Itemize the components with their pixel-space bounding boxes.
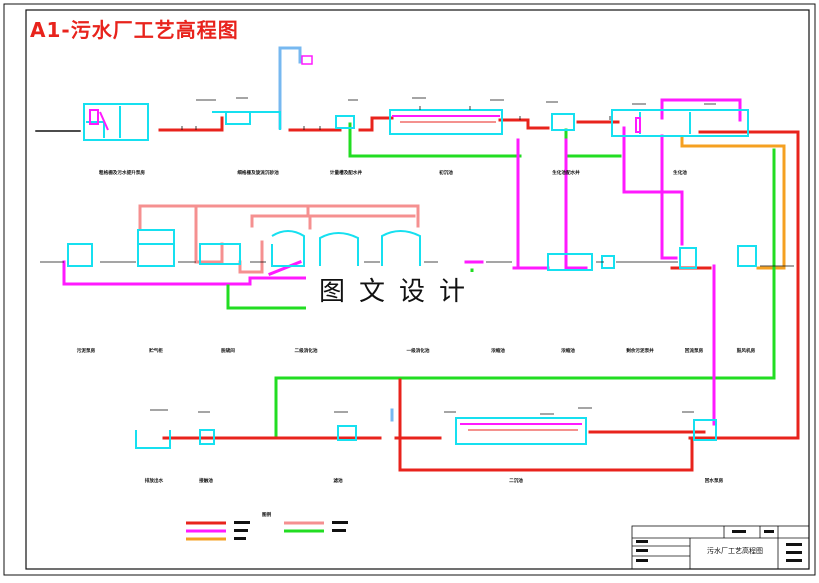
label-thickener: 浓缩池 bbox=[561, 347, 575, 354]
row1-pipes bbox=[35, 46, 800, 440]
row1-ticks bbox=[181, 97, 716, 130]
row3-structures bbox=[135, 417, 717, 449]
label-bio-tank: 生化池 bbox=[673, 169, 687, 176]
label-reuse: 回水泵房 bbox=[705, 477, 724, 484]
watermark: 图文设计 bbox=[306, 272, 492, 312]
label-fine-grid: 细格栅及旋流沉砂池 bbox=[237, 169, 279, 176]
row2-pipes bbox=[62, 204, 716, 426]
label-return-pump: 回流泵房 bbox=[685, 347, 704, 354]
label-digester-1: 一级消化池 bbox=[407, 347, 430, 354]
label-metering-well: 计量槽及配水井 bbox=[330, 169, 363, 176]
structure-labels: 粗格栅及污水提升泵房 细格栅及旋流沉砂池 计量槽及配水井 初沉池 生化池配水井 生化池污泥… bbox=[77, 169, 756, 484]
label-gas-holder: 贮气柜 bbox=[148, 347, 163, 354]
label-primary-tank: 初沉池 bbox=[439, 169, 453, 176]
label-blower: 鼓风机房 bbox=[737, 347, 756, 354]
label-disinfect: 接触池 bbox=[199, 477, 213, 484]
row2-structures bbox=[67, 229, 757, 271]
label-grid-pump: 粗格栅及污水提升泵房 bbox=[99, 169, 145, 176]
drawing-title: A1-污水厂工艺高程图 bbox=[30, 18, 239, 42]
label-sludge-well: 剩余污泥泵井 bbox=[626, 347, 654, 354]
row3-pipes bbox=[162, 378, 706, 472]
outer-frame bbox=[3, 3, 816, 576]
label-sludge-pump: 污泥泵房 bbox=[77, 347, 96, 354]
label-digester-2: 二级消化池 bbox=[295, 347, 318, 354]
legend: 图例 bbox=[186, 511, 348, 541]
label-desulfurize: 脱硫间 bbox=[221, 347, 235, 354]
titleblock-drawing-name: 污水厂工艺高程图 bbox=[707, 547, 763, 555]
row3-ticks bbox=[150, 407, 694, 415]
row1-structures bbox=[83, 103, 749, 141]
label-secondary-tank: 二沉池 bbox=[509, 477, 523, 484]
label-thickener-out: 浓缩池 bbox=[491, 347, 505, 354]
row2-ticks bbox=[40, 261, 794, 267]
label-outfall: 排放出水 bbox=[145, 477, 164, 484]
label-filter: 滤池 bbox=[333, 477, 343, 484]
title-block bbox=[631, 525, 810, 570]
label-bio-distribution: 生化池配水井 bbox=[552, 169, 580, 176]
legend-title: 图例 bbox=[262, 511, 272, 518]
inner-frame bbox=[25, 9, 810, 570]
outlet-symbol bbox=[301, 55, 313, 65]
